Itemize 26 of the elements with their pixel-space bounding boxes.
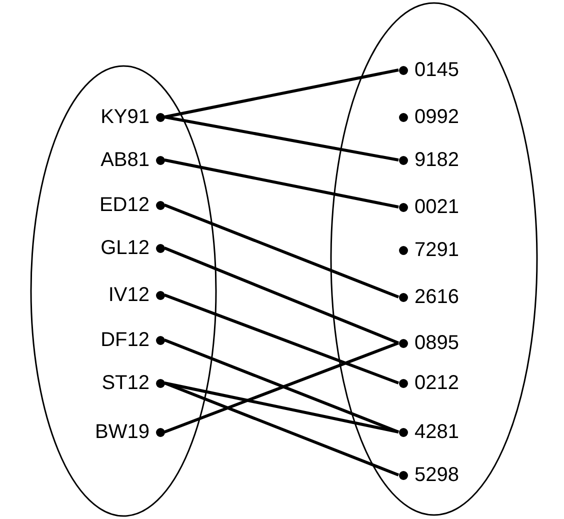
- connector-line: [164, 382, 400, 476]
- connector-line: [164, 382, 399, 434]
- element-label: 0212: [414, 371, 459, 395]
- element-label: 0021: [414, 195, 459, 219]
- element-label: 0145: [414, 58, 459, 82]
- element-label: ST12: [102, 371, 150, 395]
- connector-line: [164, 204, 400, 298]
- element-label: 7291: [414, 238, 459, 262]
- element-label: 4281: [414, 420, 459, 444]
- element-label: ED12: [99, 193, 150, 217]
- element-label: BW19: [95, 420, 150, 444]
- element-label: AB81: [100, 148, 150, 172]
- element-label: IV12: [108, 283, 150, 307]
- connector-line: [164, 116, 399, 162]
- connector-line: [164, 158, 399, 208]
- element-label: 5298: [414, 463, 459, 487]
- element-label: 0895: [414, 331, 459, 355]
- element-label: 0992: [414, 105, 459, 129]
- connector-line: [164, 68, 399, 118]
- connector-line: [164, 294, 400, 384]
- element-label: GL12: [100, 236, 150, 260]
- element-label: DF12: [100, 328, 150, 352]
- element-label: 2616: [414, 285, 459, 309]
- connector-line: [164, 246, 400, 344]
- element-label: 9182: [414, 148, 459, 172]
- element-label: KY91: [100, 105, 150, 129]
